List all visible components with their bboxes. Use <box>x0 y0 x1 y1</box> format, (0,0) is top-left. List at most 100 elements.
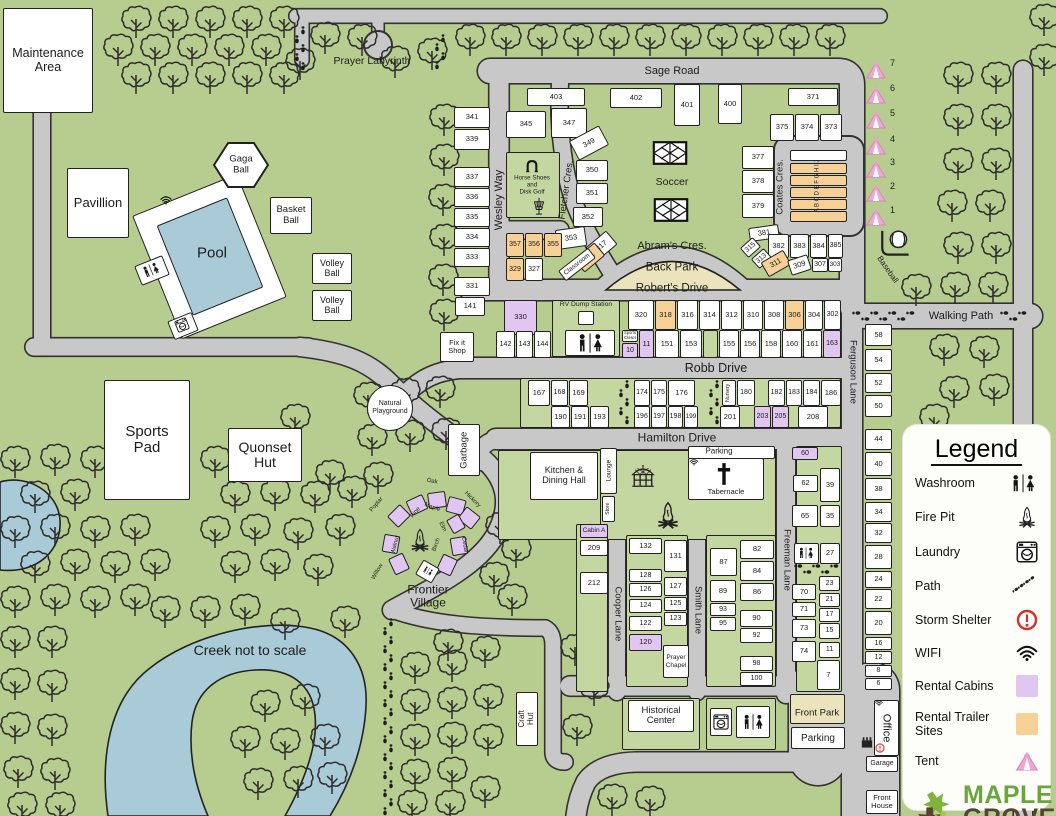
site-143-label: 143 <box>518 340 531 348</box>
tree-icon <box>120 583 151 617</box>
building-craft-hut-label: Craft Hut <box>517 710 535 728</box>
site-182: 182 <box>768 380 785 406</box>
site-70-label: 70 <box>799 586 809 596</box>
legend-item-label: Fire Pit <box>915 509 955 524</box>
legend-item-rental-trailer-sites: Rental Trailer Sites <box>915 710 1038 738</box>
site-176-label: 176 <box>675 387 688 397</box>
footprint-icon <box>382 717 388 726</box>
site-382-label: 382 <box>772 240 785 250</box>
tree-icon <box>437 721 468 755</box>
site-350-label: 350 <box>585 165 599 175</box>
goal-icon-2 <box>653 197 689 222</box>
site-82: 82 <box>740 540 774 559</box>
tree-icon <box>325 513 356 547</box>
label-pool: Pool <box>196 244 228 262</box>
tree-icon <box>230 725 261 759</box>
tree-icon <box>981 147 1012 181</box>
building-garbage-label: Garbage <box>457 431 469 469</box>
wifi-icon-pool <box>160 195 172 205</box>
site-183: 183 <box>786 380 802 406</box>
tree-icon <box>497 583 528 617</box>
tree-icon <box>470 775 501 809</box>
wifi-icon-office <box>875 700 883 707</box>
label-rv-dump: RV Dump Station <box>559 301 613 309</box>
footprint-icon <box>300 44 306 53</box>
site-132: 132 <box>629 538 662 554</box>
label-coates-cres: Coates Cres. <box>774 159 786 215</box>
site-8-label: 8 <box>876 667 881 675</box>
site-44: 44 <box>865 429 892 450</box>
site-39-label: 39 <box>825 479 835 489</box>
site-168-label: 168 <box>553 389 566 397</box>
tree-icon <box>121 5 152 39</box>
tree-icon <box>283 765 314 799</box>
site-356-label: 356 <box>528 241 540 249</box>
footprint-icon <box>821 569 830 575</box>
tree-icon <box>270 607 301 641</box>
tree-icon <box>337 475 368 509</box>
footprint-icon <box>852 310 861 316</box>
site-153: 153 <box>680 330 702 358</box>
site-375-label: 375 <box>775 122 789 132</box>
tree-icon <box>240 513 271 547</box>
building-maintenance-label: Maintenance Area <box>12 45 84 74</box>
footprint-icon <box>382 789 388 798</box>
site-23-label: 23 <box>825 579 834 587</box>
site-302-label: 302 <box>826 311 839 319</box>
site-198-label: 198 <box>669 413 682 421</box>
footprint-icon <box>382 753 388 762</box>
label-ferguson-lane: Ferguson Lane <box>847 340 859 404</box>
footprint-icon <box>812 563 821 569</box>
site-401: 401 <box>674 84 700 126</box>
site-120: 120 <box>629 634 662 651</box>
footprint-icon <box>906 310 915 316</box>
campfire-icon-frontier <box>408 528 432 552</box>
tree-icon <box>0 667 31 701</box>
site-350: 350 <box>576 160 608 181</box>
site-199-label: 199 <box>685 413 697 421</box>
building-basketball: Basket Ball <box>270 197 312 234</box>
creek <box>104 624 367 816</box>
site-379: 379 <box>742 194 774 218</box>
site-124-label: 124 <box>639 602 652 610</box>
site-197: 197 <box>651 406 667 428</box>
site-186: 186 <box>821 380 841 406</box>
footprint-icon <box>388 726 394 735</box>
site-345: 345 <box>506 111 546 138</box>
footprint-icon <box>388 654 394 663</box>
tent-7-number: 7 <box>890 58 896 68</box>
logo-line2: GROVE <box>963 805 1056 816</box>
site-312: 312 <box>721 300 742 330</box>
site-11b: 11 <box>819 642 840 658</box>
site-15: 15 <box>819 623 840 639</box>
washroom-icon-frontier <box>421 565 435 577</box>
site-378-label: 378 <box>751 176 765 186</box>
building-kitchen-label: Kitchen & Dining Hall <box>542 465 586 485</box>
site-125-label: 125 <box>669 600 682 608</box>
legend-item-rental-cabins: Rental Cabins <box>915 674 1038 697</box>
goal-icon-1 <box>652 140 688 165</box>
lounge-label: Lounge <box>604 460 612 482</box>
label-soccer: Soccer <box>655 176 689 189</box>
site-155-label: 155 <box>722 338 736 348</box>
footprint-icon <box>294 53 300 62</box>
tree-icon <box>140 33 171 67</box>
footprint-icon <box>440 52 446 61</box>
tree-icon <box>270 727 301 761</box>
tree-icon <box>40 757 71 791</box>
site-158-label: 158 <box>764 338 778 348</box>
site-335-label: 335 <box>465 212 479 222</box>
washroom-icon-pool <box>139 261 162 280</box>
site-10: 10 <box>622 343 638 358</box>
site-357: 357 <box>506 233 524 257</box>
site-169-label: 169 <box>572 387 585 397</box>
site-306-label: 306 <box>788 309 801 319</box>
footprint-icon <box>388 636 394 645</box>
site-65: 65 <box>792 505 818 527</box>
site-32-label: 32 <box>874 527 883 537</box>
site-373: 373 <box>820 114 842 141</box>
campfire-icon-central <box>654 501 682 529</box>
site-17-label: 17 <box>825 611 834 619</box>
site-27: 27 <box>820 543 840 564</box>
